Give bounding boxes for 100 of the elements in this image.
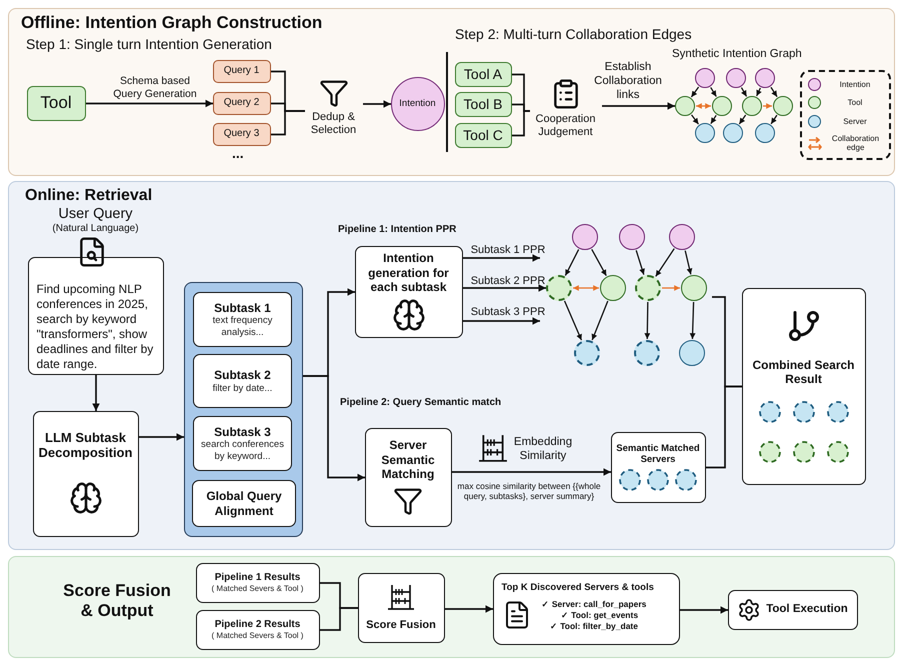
connector-line [512,110,530,136]
query-text-box: Find upcoming NLP conferences in 2025, search by keyword "transformers", show deadlines and filter by date range. [28,256,164,374]
group-panel [184,282,302,536]
box-title: Pipeline 1 Results [214,572,300,584]
input-heading: User Query [58,206,133,223]
arrow [680,606,728,614]
box-subtitle: filter by date... [212,382,272,394]
tool-box: Tool B [454,92,512,116]
arrow [770,114,778,124]
process-box [728,590,858,630]
box-subtitle: ( Matched Severs & Tool ) [212,584,304,594]
arrow [92,375,100,411]
subtask-box [193,354,292,408]
box-title: Semantic Matched Servers [616,442,700,466]
intention-circle: Intention [390,76,444,130]
alignment-box [192,480,296,527]
arrow [644,302,650,340]
arrow [564,300,582,340]
step-label: Dedup & Selection [310,110,358,137]
legend-label: Collaboration edge [830,134,880,152]
arrow [740,87,748,97]
edge-label: Schema based Query Generation [112,75,198,100]
server-circle [754,122,774,142]
box-title: Subtask 1 [214,300,271,316]
server-circle [694,122,714,142]
tool-box: Tool [26,86,86,120]
legend-label: Tool [846,98,864,108]
arrow [602,102,675,110]
arrow [690,302,696,340]
process-box [364,428,452,526]
arrow [139,433,184,441]
legend-label: Intention [838,80,872,89]
ellipsis: ... [232,145,245,162]
arrow [690,86,700,98]
tool-circle [742,96,762,116]
query-box: Query 2 [212,92,270,114]
intention-circle [754,68,774,88]
query-box: Query 1 [212,60,270,82]
subtask-box [193,416,292,471]
server-circle [634,340,660,366]
intention-circle [694,68,714,88]
arrow [463,254,540,262]
intention-circle [726,68,746,88]
result-box [610,432,706,502]
edge-label: Subtask 2 PPR [470,275,546,288]
tool-circle [634,274,660,300]
box-title: LLM Subtask Decomposition [38,430,134,461]
arrow [756,88,762,96]
note-text: max cosine similarity between {{whole query, subtasks}, server summary} [456,481,602,502]
section-title: Score Fusion & Output [62,581,172,620]
box-subtitle: ( Matched Severs & Tool ) [212,630,304,640]
tool-circle [680,274,706,300]
edge-label: Establish Collaboration links [593,61,663,102]
section-title: Online: Retrieval [25,187,154,206]
server-circle [574,340,600,366]
arrow [303,375,365,482]
result-box [196,562,320,602]
process-box [354,246,462,338]
arrow [463,317,540,325]
arrow [691,114,699,125]
step-heading: Step 1: Single turn Intention Generation [26,36,273,53]
pipeline-title: Pipeline 2: Query Semantic match [340,397,502,409]
server-circle [678,340,704,366]
arrow [763,103,772,109]
arrow [564,249,580,276]
arrow [655,248,675,277]
arrow [770,86,778,98]
box-title: Score Fusion [366,618,436,632]
tool-box: Tool C [454,122,512,148]
box-subtitle: search conferences by keyword... [200,439,285,462]
tool-circle [712,96,732,116]
box-title: Subtask 2 [214,368,271,382]
list-item: ✓ Tool: filter_by_date [548,621,639,632]
box-title: Top K Discovered Servers & tools [502,582,654,593]
arrow [710,114,717,124]
result-box [196,610,320,650]
tool-circle [546,274,572,300]
box-title: Intention generation for each subtask [367,251,450,295]
section-panel [8,181,895,550]
legend-label: Server [842,117,868,126]
arrow [452,468,611,476]
connector-line [706,386,742,468]
box-title: Global Query Alignment [205,489,283,518]
arrow [463,284,546,292]
pipeline-title: Pipeline 1: Intention PPR [338,224,458,236]
arrow [86,100,213,108]
arrow [591,248,607,276]
edge-label: Embedding Similarity [512,436,574,464]
box-title: Subtask 3 [214,424,271,440]
result-box [742,288,866,484]
arrow [592,300,608,340]
box-title: Tool Execution [766,602,848,616]
tool-circle [772,96,792,116]
server-circle [722,122,742,142]
tool-circle [674,96,694,116]
edge-label: Subtask 3 PPR [470,306,546,320]
box-title: Server Semantic Matching [380,438,436,482]
intention-circle [668,224,694,250]
list-item: ✓ Server: call_for_papers [542,598,646,610]
process-box [32,410,138,536]
